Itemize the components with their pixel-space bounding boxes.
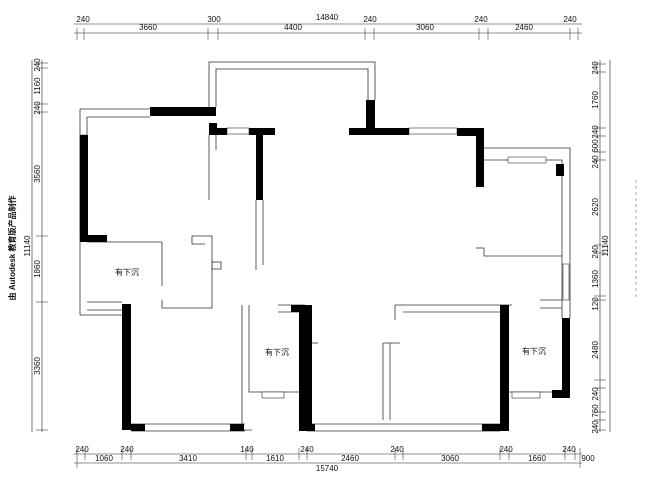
bottom-total-dimension: 15740 (316, 464, 339, 473)
bottom-tick-dimension: 240 (562, 445, 576, 454)
left-segment-dimension: 1160 (33, 77, 42, 95)
right-segment-dimension: 1760 (591, 91, 600, 109)
room-labels: 有下沉 有下沉 有下沉 (115, 267, 546, 357)
bottom-segment-dimension: 2460 (341, 454, 359, 463)
autodesk-watermark: 由 Autodesk 教育版产品制作 (7, 196, 17, 301)
top-tick-dimension: 240 (563, 15, 577, 24)
right-segment-dimension: 240 (591, 387, 600, 401)
bottom-tick-dimension: 240 (390, 445, 404, 454)
bottom-tick-dimension: 240 (300, 445, 314, 454)
right-segment-dimension: 760 (591, 404, 600, 418)
bottom-segment-dimension: 1660 (528, 454, 546, 463)
top-segment-dimension: 4400 (284, 23, 302, 32)
right-segment-dimension: 2620 (591, 198, 600, 216)
right-segment-dimension: 2480 (591, 341, 600, 359)
windows (79, 127, 570, 399)
top-segment-dimension: 300 (207, 15, 221, 24)
bottom-segment-dimension: 900 (581, 454, 595, 463)
bottom-tick-dimension: 240 (120, 445, 134, 454)
right-segment-dimension: 240 (591, 61, 600, 75)
left-segment-dimension: 240 (33, 58, 42, 72)
right-total-dimension: 11140 (601, 235, 610, 257)
dimension-lines (31, 23, 637, 468)
top-segment-dimension: 2460 (515, 23, 533, 32)
bottom-segment-dimension: 3410 (179, 454, 197, 463)
right-segment-dimension: 1360 (591, 270, 600, 288)
right-segment-dimension: 120 (591, 297, 600, 311)
bottom-tick-dimension: 140 (240, 445, 254, 454)
room-label-sunken: 有下沉 (115, 267, 139, 277)
right-segment-dimension: 240 (591, 245, 600, 259)
structural-walls (80, 100, 570, 431)
wall-outlines (79, 61, 571, 432)
right-segment-dimension: 240 (591, 155, 600, 169)
top-segment-dimension: 3060 (416, 23, 434, 32)
bottom-segment-dimension: 3060 (441, 454, 459, 463)
left-total-dimension: 11140 (23, 235, 32, 257)
top-tick-dimension: 240 (474, 15, 488, 24)
left-segment-dimension: 1860 (33, 260, 42, 278)
left-segment-dimension: 3360 (33, 357, 42, 375)
dimension-labels: 14840 240 3660 300 4400 240 3060 240 246… (23, 13, 610, 473)
bottom-segment-dimension: 1610 (266, 454, 284, 463)
right-segment-dimension: 600 (591, 139, 600, 153)
right-segment-dimension: 240 (591, 125, 600, 139)
bottom-segment-dimension: 1060 (95, 454, 113, 463)
room-label-sunken: 有下沉 (522, 346, 546, 356)
top-tick-dimension: 240 (76, 15, 90, 24)
right-segment-dimension: 240 (591, 420, 600, 434)
left-segment-dimension: 240 (33, 101, 42, 115)
top-tick-dimension: 240 (363, 15, 377, 24)
bottom-tick-dimension: 240 (499, 445, 513, 454)
room-label-sunken: 有下沉 (265, 347, 289, 357)
top-total-dimension: 14840 (316, 13, 339, 22)
bottom-tick-dimension: 240 (75, 445, 89, 454)
left-segment-dimension: 3560 (33, 165, 42, 183)
top-segment-dimension: 3660 (139, 23, 157, 32)
